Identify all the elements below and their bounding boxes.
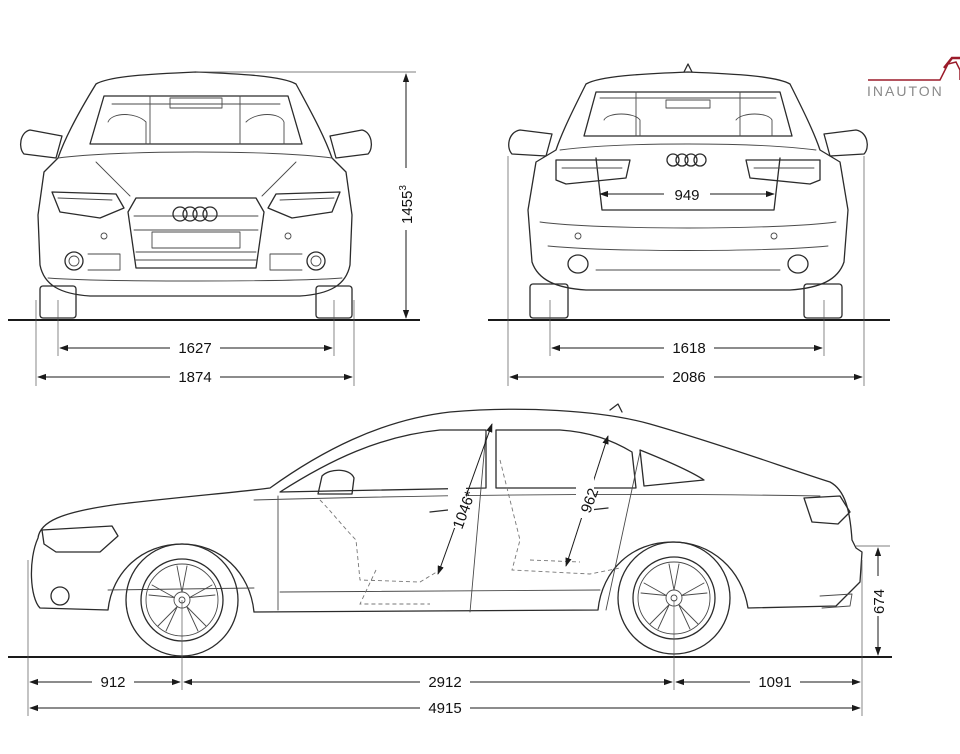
overall-length-label: 4915 <box>428 700 461 717</box>
rear-right-mirror <box>823 129 868 157</box>
rear-audi-rings-icon <box>666 153 707 167</box>
rear-overhang-label: 1091 <box>758 674 791 691</box>
wheelbase-label: 2912 <box>428 674 461 691</box>
front-right-foglamp <box>306 251 326 271</box>
front-dimensions: 1627 1874 14553 <box>35 71 416 386</box>
rear-side-window <box>495 429 637 489</box>
front-left-foglamp <box>64 251 84 271</box>
rear-body-outline <box>527 71 849 291</box>
rear-seats <box>603 113 773 137</box>
front-right-headlight <box>267 191 341 219</box>
right-exhaust-icon <box>787 254 809 274</box>
front-left-mirror <box>19 129 63 159</box>
side-foglamp <box>50 586 70 606</box>
license-plate <box>151 231 241 249</box>
watermark-logo: INAUTON <box>867 56 960 99</box>
front-seats <box>107 114 285 145</box>
left-exhaust-icon <box>567 254 589 274</box>
front-track-label: 1627 <box>178 340 211 357</box>
logo-car-icon <box>868 61 960 81</box>
side-taillight <box>803 495 851 525</box>
overall-width-label: 1874 <box>178 369 211 386</box>
front-right-mirror <box>329 129 373 159</box>
front-view <box>8 71 420 321</box>
side-view <box>8 403 892 658</box>
front-body-outline <box>37 71 353 297</box>
rear-window <box>583 91 793 137</box>
antenna-icon <box>683 63 693 73</box>
rear-seat-dashed <box>499 459 621 575</box>
rear-left-taillight <box>555 159 631 185</box>
watermark-text: INAUTON <box>867 83 944 99</box>
front-overhang-label: 912 <box>100 674 125 691</box>
side-antenna-icon <box>609 403 623 413</box>
rear-left-tire <box>529 283 569 319</box>
rear-right-taillight <box>745 159 821 185</box>
front-grille <box>127 197 265 269</box>
rearview-mirror <box>169 97 223 109</box>
logo-accent-icon <box>943 56 960 69</box>
side-dimensions: 1046* 962 674 912 2912 1091 4915 <box>27 423 890 717</box>
rear-view <box>488 63 890 321</box>
front-windshield <box>89 95 303 145</box>
height-label: 14553 <box>398 185 416 224</box>
trunk-opening-label: 949 <box>674 187 699 204</box>
side-headlight <box>41 525 119 553</box>
side-mirror <box>317 469 355 495</box>
rear-dimensions: 949 1618 2086 <box>507 156 865 386</box>
front-seat-dashed <box>319 499 441 605</box>
mirror-width-label: 2086 <box>672 369 705 386</box>
trunk-lid <box>595 157 781 211</box>
audi-rings-icon <box>172 206 218 222</box>
front-left-headlight <box>51 191 125 219</box>
rear-left-mirror <box>508 129 553 157</box>
quarter-window <box>639 449 705 487</box>
rear-height-label: 674 <box>871 589 888 614</box>
rear-right-tire <box>803 283 843 319</box>
rear-track-label: 1618 <box>672 340 705 357</box>
